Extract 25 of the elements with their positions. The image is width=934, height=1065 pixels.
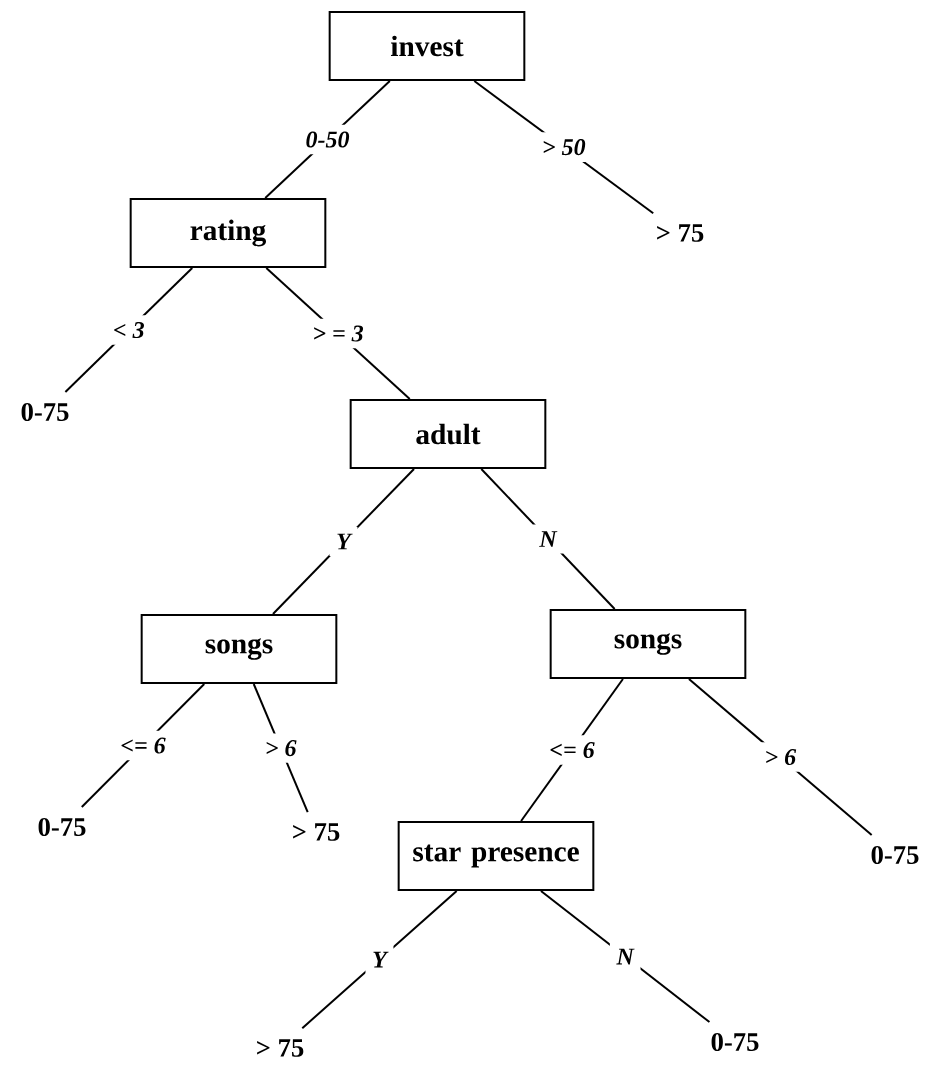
edge-label: < 3 (114, 322, 144, 339)
leaf-label: 0-75 (711, 1033, 759, 1051)
edge-label: > 6 (766, 749, 797, 766)
edge-label: N (616, 948, 635, 965)
edge-label: 0-50 (306, 131, 350, 148)
leaf-label: > 75 (257, 1039, 304, 1057)
decision-box: songs (140, 614, 338, 684)
decision-box: rating (129, 198, 327, 268)
leaf-label: > 75 (657, 224, 704, 242)
edge-label: <= 6 (121, 737, 166, 754)
decision-box: invest (328, 11, 526, 81)
leaf-label: 0-75 (38, 818, 86, 836)
edge-label: > 50 (543, 139, 586, 156)
edge-label: > = 3 (314, 325, 364, 342)
decision-box: star presence (397, 821, 595, 891)
decision-box: adult (349, 399, 547, 469)
leaf-label: 0-75 (871, 846, 919, 864)
leaf-label: 0-75 (21, 403, 69, 421)
edge-label: > 6 (266, 740, 297, 757)
decision-box: songs (549, 609, 747, 679)
leaf-label: > 75 (293, 823, 340, 841)
edge-label: <= 6 (550, 741, 595, 759)
edge-label: Y (373, 951, 389, 968)
edge-label: N (539, 531, 558, 547)
edge-label: Y (337, 533, 353, 550)
